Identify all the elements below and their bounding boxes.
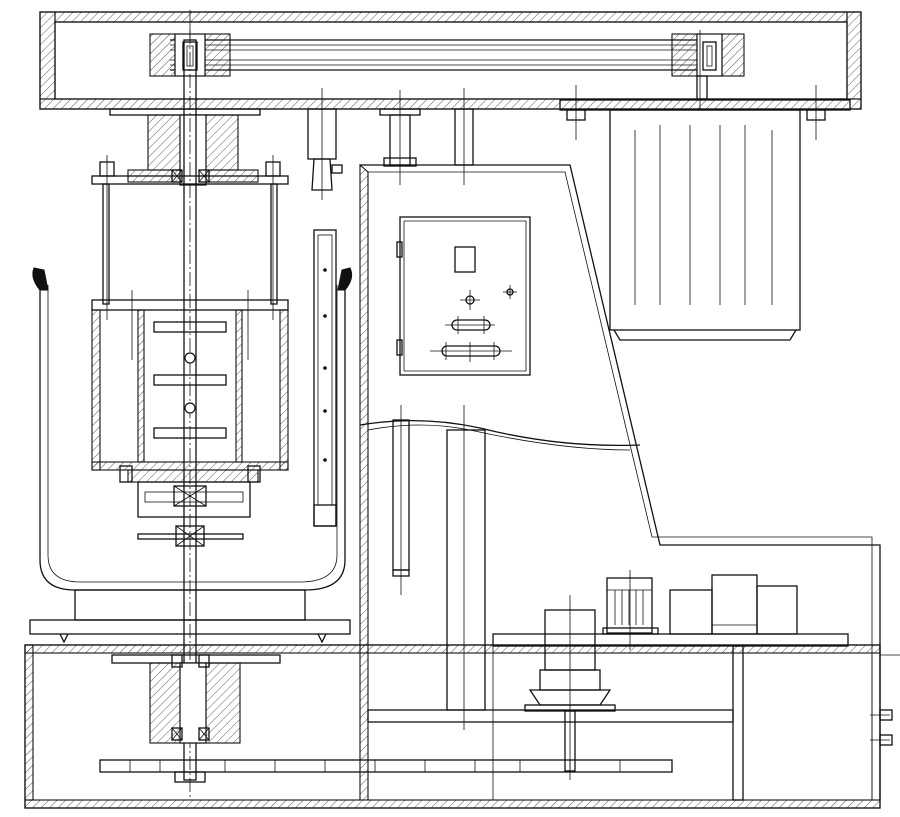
drive-belt xyxy=(170,39,720,71)
cabinet-display xyxy=(454,246,476,273)
center-lines xyxy=(189,10,701,110)
upper-bearing-housing xyxy=(109,108,261,186)
machine-base-frame xyxy=(24,644,881,809)
mixing-basket xyxy=(91,290,289,471)
bottom-chain-rail xyxy=(99,759,673,783)
cabinet-indicator xyxy=(460,285,517,310)
basket-bottom-assembly xyxy=(119,465,261,518)
internal-platform xyxy=(367,633,849,801)
lower-bearing-housing xyxy=(111,654,281,744)
control-cabinet xyxy=(396,216,531,376)
side-pipe-fittings xyxy=(870,654,900,746)
lift-column-housing xyxy=(359,163,881,801)
main-drive-motor xyxy=(559,85,851,341)
cabinet-switch xyxy=(430,316,512,362)
auxiliary-equipment-boxes xyxy=(669,574,798,635)
bottom-impeller xyxy=(137,525,244,547)
upper-cross-plate xyxy=(91,155,289,320)
right-pulley-shaft xyxy=(696,75,708,100)
lift-cylinders xyxy=(379,88,486,730)
top-beam-frame xyxy=(39,11,862,110)
level-gauge xyxy=(307,88,343,527)
gear-reducer-motor xyxy=(524,595,616,780)
agitator-blades xyxy=(153,321,227,439)
vessel-base xyxy=(29,589,351,644)
mixing-vessel-outer-tank xyxy=(32,267,353,591)
auxiliary-pump-motor xyxy=(602,570,659,650)
right-pulley xyxy=(671,33,745,77)
